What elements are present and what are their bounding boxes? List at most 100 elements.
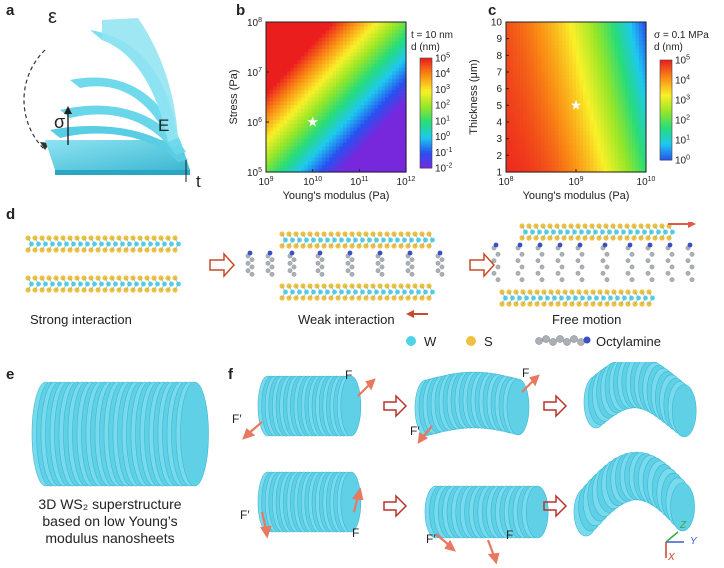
ws2-layer-strong-top xyxy=(25,235,181,253)
panel-b-label: b xyxy=(236,2,246,19)
axis-y-label: Y xyxy=(690,536,697,547)
y-tick-label: 5 xyxy=(496,101,502,112)
force-fprime-bottom1: F′ xyxy=(240,508,250,522)
colorbar-tick-label: 103 xyxy=(435,84,450,96)
octylamine-free xyxy=(515,242,525,283)
legend-octylamine-label: Octylamine xyxy=(596,334,662,349)
colorbar-tick-label: 102 xyxy=(675,115,690,127)
octylamine-weak xyxy=(287,250,297,277)
caption-strong-interaction: Strong interaction xyxy=(30,312,132,327)
octylamine-free xyxy=(600,242,610,283)
octylamine-free xyxy=(625,242,635,283)
cylinder-f-top-1 xyxy=(257,375,362,437)
epsilon-label: ε xyxy=(48,6,57,28)
colorbar-label: d (nm) xyxy=(654,42,683,53)
caption-weak-interaction: Weak interaction xyxy=(298,312,395,327)
colorbar xyxy=(660,60,672,161)
force-fprime-top2: F′ xyxy=(410,424,420,438)
ws2-layer-strong-bottom xyxy=(25,275,181,293)
y-tick-label: 7 xyxy=(496,68,502,79)
y-axis-label: Stress (Pa) xyxy=(228,69,240,124)
force-fprime-top1: F′ xyxy=(232,412,242,426)
octylamine-free xyxy=(575,242,585,283)
panel-d-label: d xyxy=(6,206,16,223)
x-tick-label: 1010 xyxy=(303,176,322,188)
star-marker xyxy=(570,99,582,110)
force-fprime-bottom2: F′ xyxy=(426,532,436,546)
octylamine-weak xyxy=(405,250,415,277)
colorbar-label: d (nm) xyxy=(411,42,440,53)
panel-e-label: e xyxy=(6,366,15,383)
y-tick-label: 4 xyxy=(496,118,502,129)
legend-s-atom-icon xyxy=(466,336,476,346)
colorbar-frame xyxy=(419,57,433,169)
colorbar-tick-label: 101 xyxy=(435,115,450,127)
y-tick-label: 106 xyxy=(247,117,262,129)
panel-c-label: c xyxy=(488,2,497,19)
ws2-layer-weak-bottom xyxy=(279,283,435,301)
legend-octylamine-molecule-icon xyxy=(535,335,591,346)
force-f-top2: F xyxy=(522,366,530,380)
panel-a-label: a xyxy=(6,2,15,19)
octylamine-weak xyxy=(265,250,275,277)
x-axis-label: Young's modulus (Pa) xyxy=(523,190,630,202)
y-tick-label: 8 xyxy=(496,51,502,62)
octylamine-weak xyxy=(315,250,325,277)
octylamine-weak xyxy=(375,250,385,277)
colorbar-tick-label: 104 xyxy=(435,68,450,80)
x-tick-label: 1011 xyxy=(350,176,368,188)
y-tick-label: 108 xyxy=(247,17,262,29)
y-tick-label: 10 xyxy=(491,18,503,29)
ws2-layer-free-bottom xyxy=(499,289,655,307)
star-marker xyxy=(307,116,318,127)
plot-frame xyxy=(265,21,407,173)
x-tick-label: 1012 xyxy=(397,176,416,188)
legend-w-label: W xyxy=(424,334,437,349)
panel-f-label: f xyxy=(228,366,233,383)
y-tick-label: 3 xyxy=(496,134,502,145)
octylamine-weak xyxy=(245,250,255,277)
x-axis-label: Young's modulus (Pa) xyxy=(283,190,390,202)
colorbar-tick-label: 104 xyxy=(675,75,690,87)
x-tick-label: 1010 xyxy=(637,176,656,188)
colorbar-tick-label: 100 xyxy=(675,155,690,167)
axis-x-label: X xyxy=(668,552,675,563)
colorbar-tick-label: 102 xyxy=(435,100,450,112)
colorbar-tick-label: 100 xyxy=(435,131,450,143)
ws2-layer-weak-top xyxy=(279,231,435,249)
sigma-label: σ xyxy=(54,112,66,132)
y-tick-label: 105 xyxy=(247,167,262,179)
panel-a-bending-sheets xyxy=(23,18,190,182)
y-tick-label: 1 xyxy=(496,168,502,179)
chart-title: t = 10 nm xyxy=(411,30,453,41)
t=>0 xyxy=(424,485,549,539)
axis-z-label: Z xyxy=(680,520,687,531)
octylamine-free xyxy=(555,242,565,283)
x-tick-label: 109 xyxy=(568,176,583,188)
colorbar-frame xyxy=(659,59,673,161)
legend-s-label: S xyxy=(484,334,493,349)
thickness-label: t xyxy=(196,172,201,191)
force-f-bottom2: F xyxy=(506,528,514,542)
heatmap-cells xyxy=(266,22,407,173)
octylamine-free xyxy=(665,242,675,283)
colorbar-tick-label: 103 xyxy=(675,95,690,107)
youngs-modulus-label: E xyxy=(158,116,170,135)
cylinder-f-top-3 xyxy=(583,362,697,438)
octylamine-free xyxy=(685,242,695,283)
octylamine-weak xyxy=(435,250,445,277)
octylamine-weak xyxy=(345,250,355,277)
colorbar-tick-label: 105 xyxy=(675,55,690,67)
colorbar-tick-label: 10-1 xyxy=(435,147,452,159)
x-tick-label: 108 xyxy=(498,176,513,188)
force-f-top1: F xyxy=(345,368,353,382)
force-f-bottom1: F xyxy=(352,526,360,540)
y-axis-label: Thickness (μm) xyxy=(468,59,480,134)
chart-title: σ = 0.1 MPa xyxy=(654,30,709,41)
y-tick-label: 9 xyxy=(496,34,502,45)
x-tick-label: 109 xyxy=(258,176,273,188)
panel-e-superstructure xyxy=(31,381,209,487)
colorbar xyxy=(420,58,432,169)
